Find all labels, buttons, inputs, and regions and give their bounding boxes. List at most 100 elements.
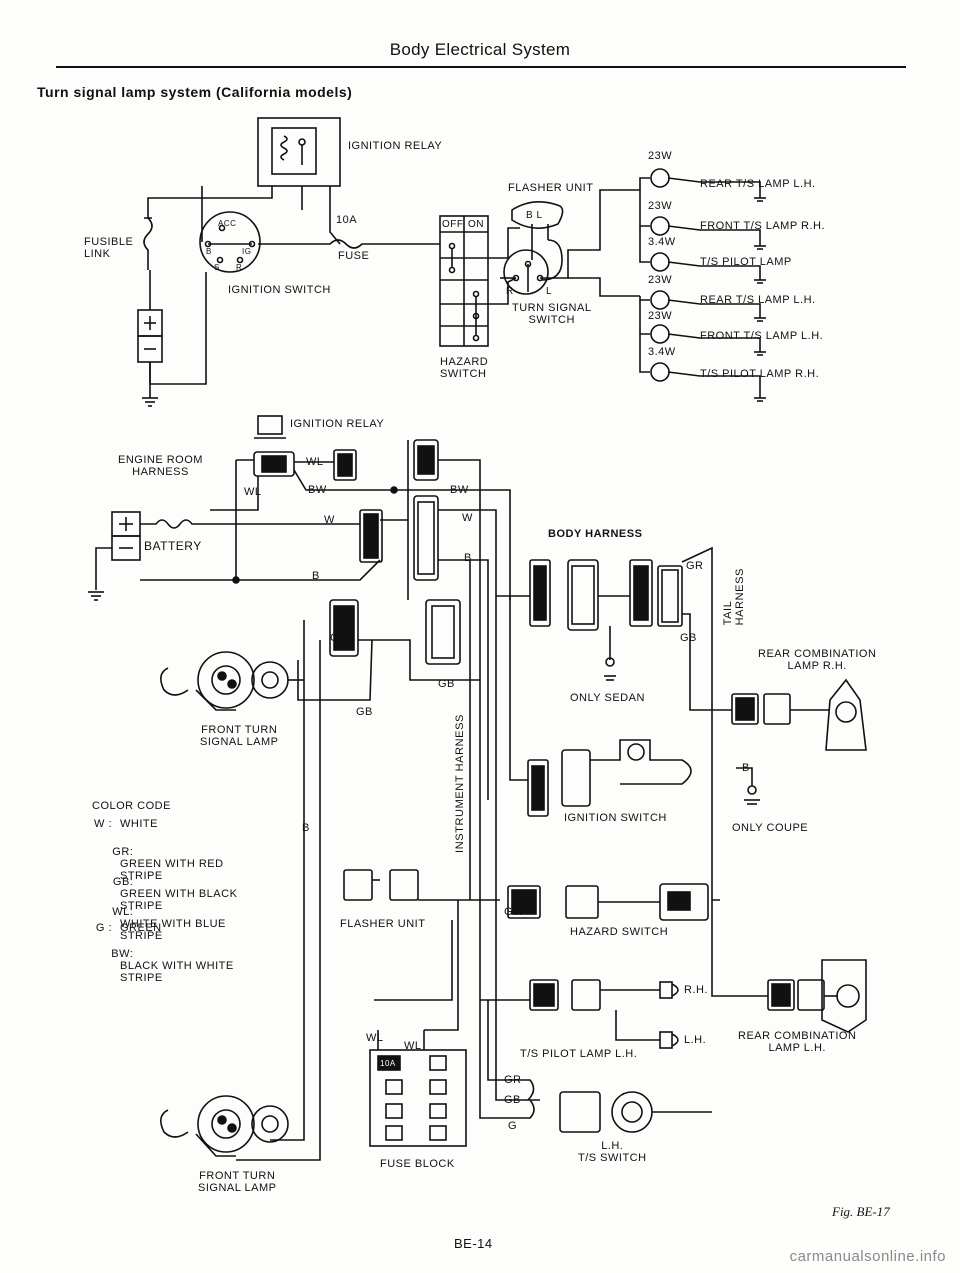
wire-gb: GB: [438, 678, 455, 690]
rear-combination-lamp-lh: [767, 959, 867, 1033]
fuse-block-10a-label: 10A: [380, 1059, 396, 1068]
body-harness-connectors: [529, 559, 683, 631]
page-number: BE-14: [454, 1236, 493, 1251]
wire-bw: BW: [308, 484, 327, 496]
ign-acc-label: ACC: [218, 219, 237, 228]
lamp-3-name: T/S PILOT LAMP: [700, 256, 792, 268]
ign-r-label: R: [236, 263, 243, 272]
ts-switch-label: L.H. T/S SWITCH: [578, 1140, 647, 1164]
flasher-unit-symbol: [511, 201, 564, 260]
lamp-2-name: FRONT T/S LAMP R.H.: [700, 220, 826, 232]
wire-wl: WL: [306, 456, 324, 468]
wire-wl: WL: [244, 486, 262, 498]
ignition-relay-lower-label: IGNITION RELAY: [290, 418, 385, 430]
color-code-entry: WL: WHITE WITH BLUE STRIPE: [112, 906, 226, 942]
fuse-label: FUSE: [338, 250, 370, 262]
color-code-entry: GB: GREEN WITH BLACK STRIPE: [112, 876, 238, 912]
pilot-lh-label: L.H.: [684, 1034, 707, 1046]
wire-wl: WL: [366, 1032, 384, 1044]
lamp-5-name: FRONT T/S LAMP L.H.: [700, 330, 824, 342]
ts-pilot-lamp-lh-label: T/S PILOT LAMP L.H.: [520, 1048, 638, 1060]
color-code-entry: BW: BLACK WITH WHITE STRIPE: [111, 948, 234, 984]
body-harness-label: BODY HARNESS: [548, 528, 643, 540]
color-code-title: COLOR CODE: [92, 800, 171, 812]
ign-s-label: S: [214, 263, 220, 272]
ignition-switch-lower: [527, 739, 692, 817]
fusible-link-symbol: [137, 208, 163, 407]
ts-switch-lh: [500, 1079, 712, 1133]
lamp-5-watt: 23W: [648, 310, 673, 322]
wire-gb: GB: [356, 706, 373, 718]
ignition-switch-symbol: [199, 211, 261, 273]
pilot-rh-label: R.H.: [684, 984, 708, 996]
wire-g: G: [508, 1120, 518, 1132]
relay-lower-symbol: [254, 415, 286, 439]
fuse-10a-symbol: [258, 239, 440, 249]
fusible-link-label: FUSIBLE LINK: [84, 236, 134, 260]
flasher-unit-label: FLASHER UNIT: [508, 182, 594, 194]
diagram-title: Turn signal lamp system (California mode…: [37, 84, 353, 100]
lamp-4-watt: 23W: [648, 274, 673, 286]
front-turn-signal-lamp-lh: [160, 1095, 289, 1157]
hazard-switch-lower-label: HAZARD SWITCH: [570, 926, 669, 938]
wire-bw: BW: [450, 484, 469, 496]
fuse-10a-label: 10A: [336, 214, 358, 226]
watermark: carmanualsonline.info: [789, 1248, 946, 1265]
turn-signal-switch-label: TURN SIGNAL SWITCH: [512, 302, 592, 326]
lamp-4-name: REAR T/S LAMP L.H.: [700, 294, 816, 306]
ign-b-label: B: [206, 247, 212, 256]
ts-l-label: L: [546, 286, 553, 297]
fuse-block-label: FUSE BLOCK: [380, 1158, 455, 1170]
only-sedan-label: ONLY SEDAN: [570, 692, 645, 704]
flasher-bl-label: B L: [526, 210, 543, 221]
hazard-switch-symbol: [439, 215, 489, 347]
header-rule: [56, 66, 906, 68]
flasher-unit-lower-label: FLASHER UNIT: [340, 918, 426, 930]
ignition-switch-label: IGNITION SWITCH: [228, 284, 331, 296]
ignition-relay-symbol: [257, 117, 341, 187]
engine-room-harness-label: ENGINE ROOM HARNESS: [118, 454, 203, 478]
fuse-block-symbol: [369, 1049, 467, 1147]
wire-gr: GR: [330, 632, 348, 644]
section-title: Body Electrical System: [389, 40, 571, 59]
rear-combination-lh-label: REAR COMBINATION LAMP L.H.: [738, 1030, 857, 1054]
front-turn-signal-lamp-rh: [160, 599, 461, 711]
hazard-on-label: ON: [468, 219, 484, 230]
ts-pilot-lamps: [529, 979, 679, 1049]
wire-gw: GW: [504, 906, 524, 918]
wire-gr: GR: [504, 1074, 522, 1086]
wire-b: B: [742, 762, 750, 774]
figure-number: Fig. BE-17: [832, 1204, 890, 1219]
wire-w: W: [324, 514, 335, 526]
front-turn-bottom-label: FRONT TURN SIGNAL LAMP: [198, 1170, 277, 1194]
rear-combination-lamp-rh: [731, 678, 867, 751]
ignition-switch-lower-label: IGNITION SWITCH: [564, 812, 667, 824]
wire-w: W: [462, 512, 473, 524]
wire-g: G: [512, 890, 522, 902]
wire-b: B: [464, 552, 472, 564]
lamp-rack: [639, 168, 766, 402]
wire-gb: GB: [680, 632, 697, 644]
wire-b: B: [312, 570, 320, 582]
lamp-6-name: T/S PILOT LAMP R.H.: [700, 368, 820, 380]
flasher-unit-lower: [343, 869, 419, 901]
hazard-off-label: OFF: [442, 219, 464, 230]
lamp-6-watt: 3.4W: [648, 346, 676, 358]
battery-symbol: [88, 511, 210, 601]
only-coupe-label: ONLY COUPE: [732, 822, 809, 834]
wire-gr: GR: [686, 560, 704, 572]
engine-room-connector: [253, 451, 295, 477]
ignition-relay-label: IGNITION RELAY: [348, 140, 443, 152]
lamp-3-watt: 3.4W: [648, 236, 676, 248]
battery-label: BATTERY: [144, 539, 202, 553]
tail-harness-label: TAIL HARNESS: [722, 568, 746, 626]
color-code-entry: GR: GREEN WITH RED STRIPE: [112, 846, 224, 882]
wire-gb: GB: [504, 1094, 521, 1106]
lamp-1-name: REAR T/S LAMP L.H.: [700, 178, 816, 190]
hazard-switch-lower: [507, 883, 709, 921]
wire-b: B: [302, 822, 310, 834]
rear-combination-rh-label: REAR COMBINATION LAMP R.H.: [758, 648, 877, 672]
front-turn-top-label: FRONT TURN SIGNAL LAMP: [200, 724, 279, 748]
